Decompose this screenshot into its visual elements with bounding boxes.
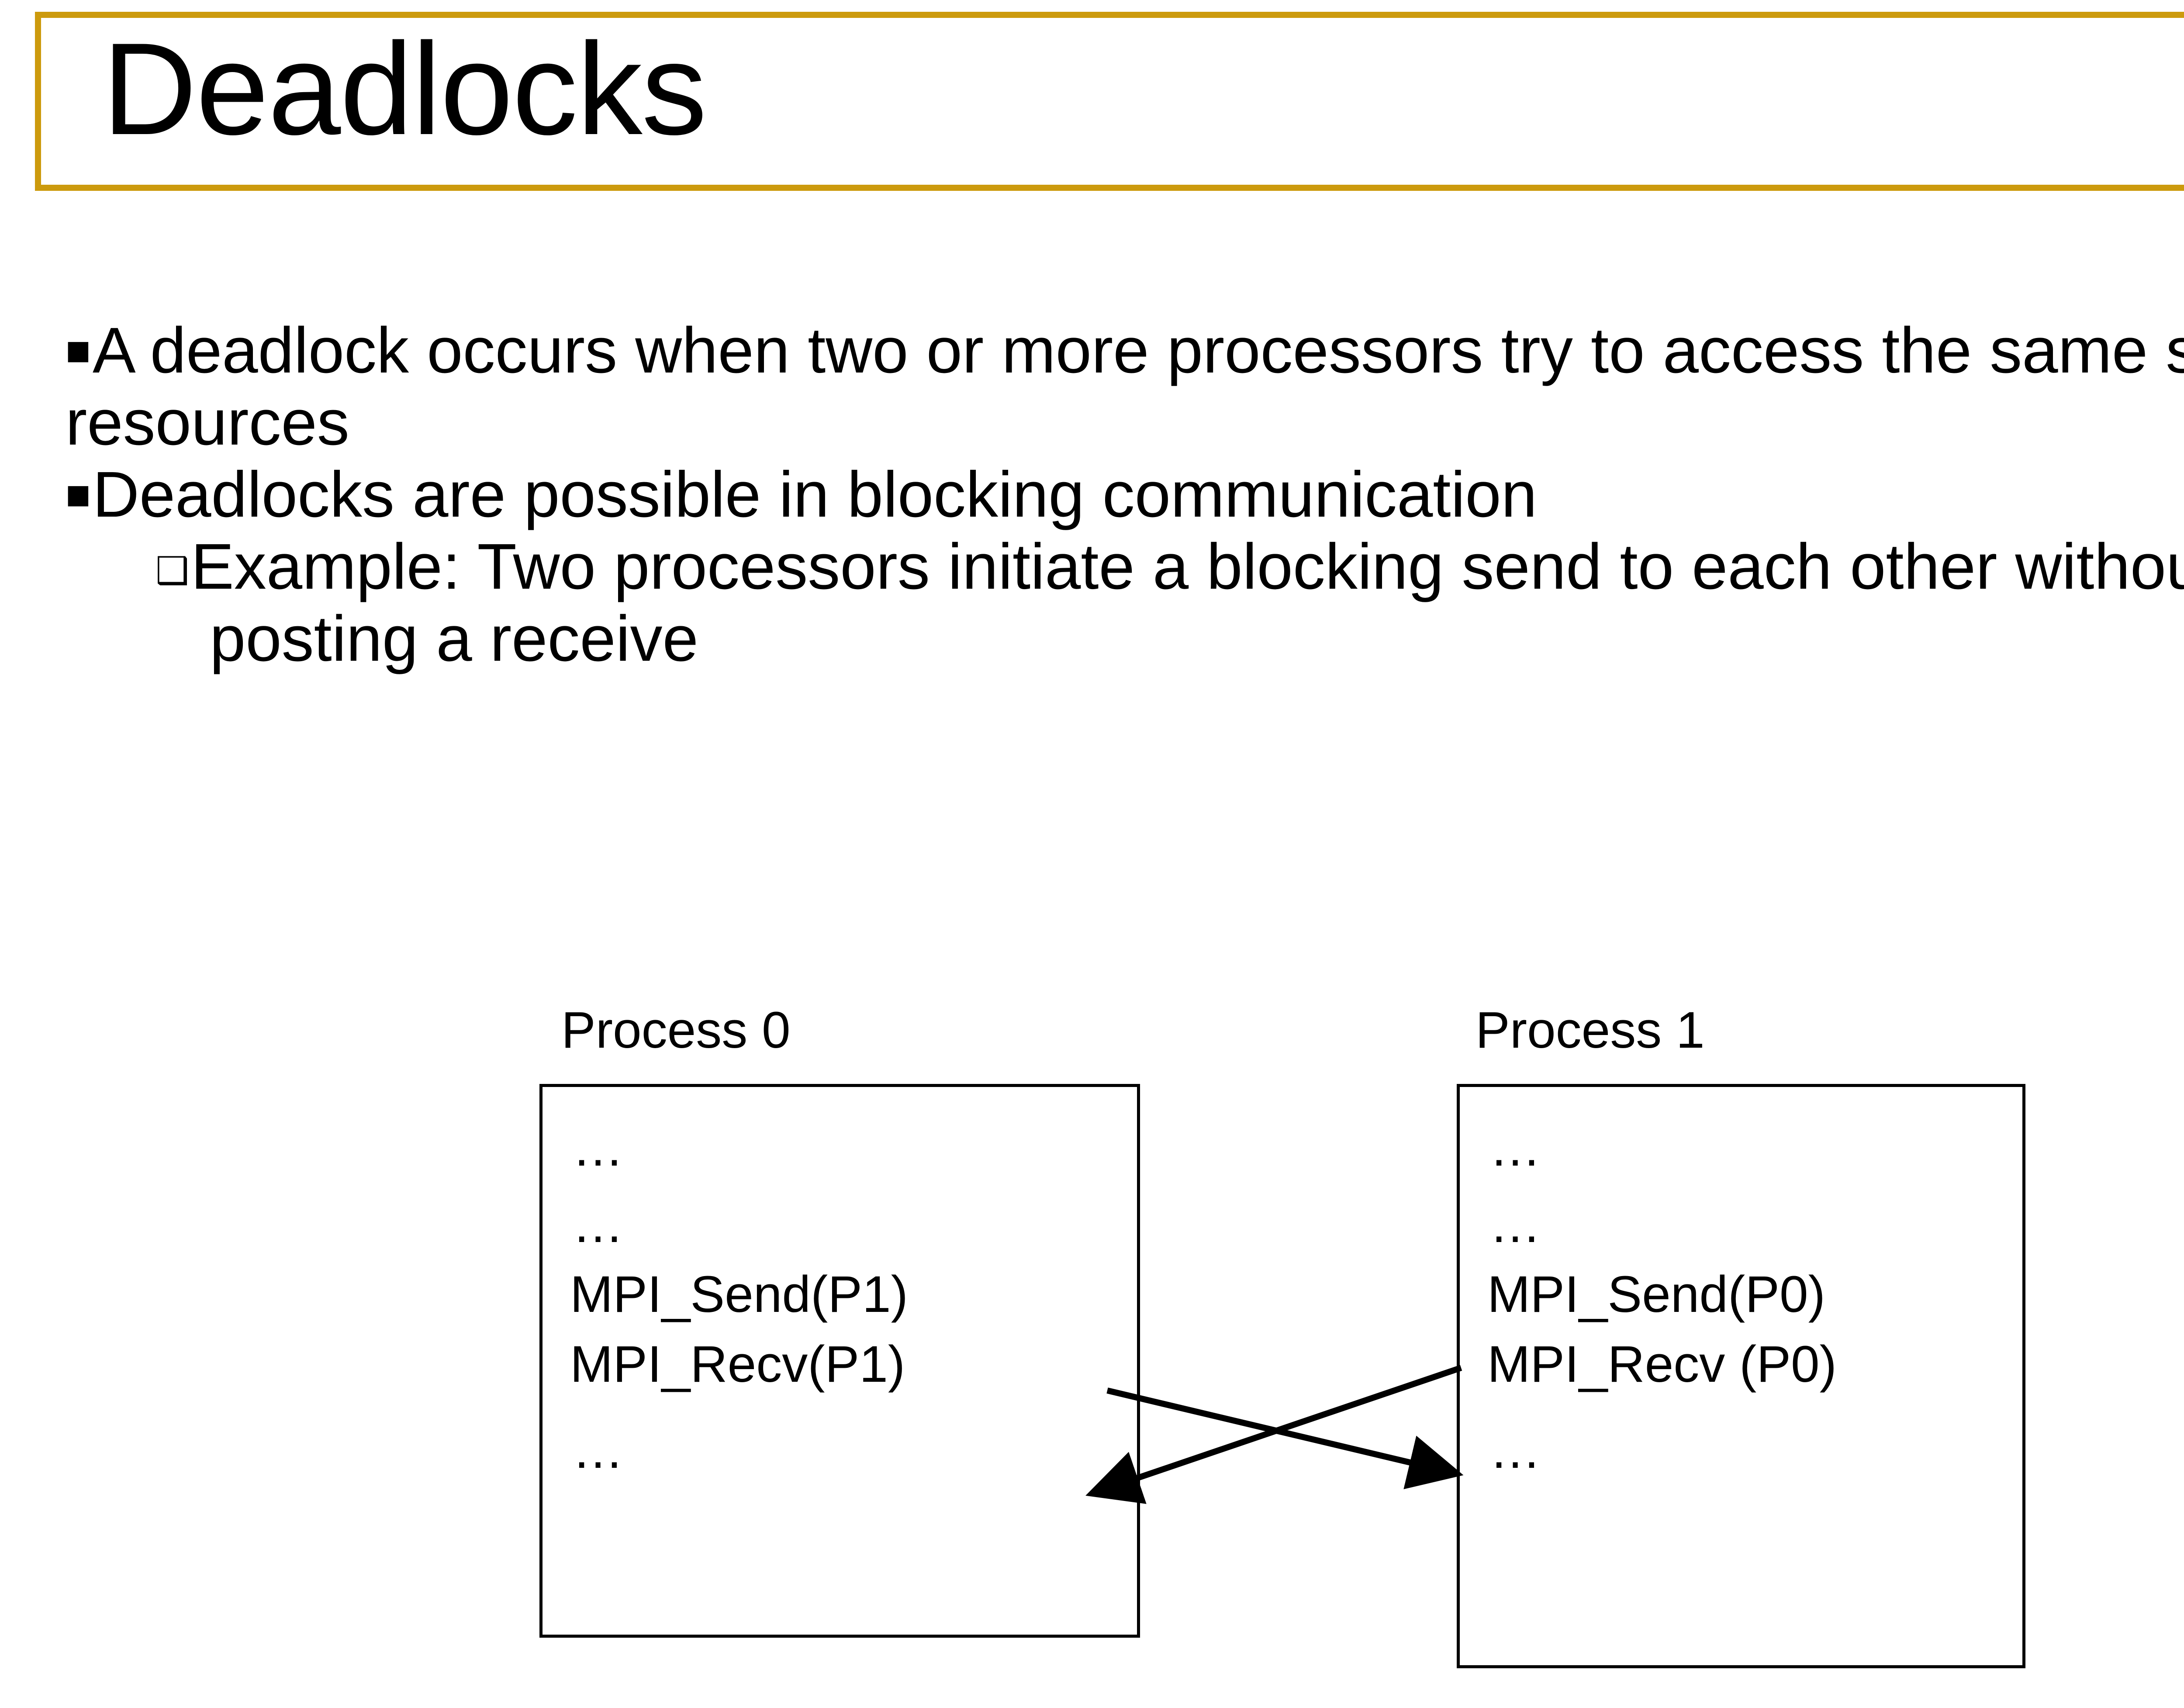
process-0-code-line: MPI_Send(P1) — [570, 1266, 908, 1323]
process-1-code-line: … — [1489, 1422, 1543, 1479]
list-item-level1: ■A deadlock occurs when two or more proc… — [66, 314, 2184, 459]
process-0-code-line: … — [572, 1119, 625, 1177]
process-0-label: Process 0 — [561, 1001, 791, 1059]
process-1-label: Process 1 — [1476, 1001, 1705, 1059]
page-title: Deadlocks — [102, 15, 707, 162]
arrow-p0-to-p1 — [1106, 1387, 1464, 1490]
process-0-code-line: … — [572, 1196, 625, 1253]
list-item-level2: ❑Example: Two processors initiate a bloc… — [156, 531, 2184, 675]
bullet-list: ■A deadlock occurs when two or more proc… — [66, 314, 2184, 675]
list-item-text: Deadlocks are possible in blocking commu… — [92, 459, 1538, 531]
process-1-code-line: … — [1489, 1119, 1543, 1177]
list-item-text: A deadlock occurs when two or more proce… — [66, 314, 2184, 459]
process-1-code-line: MPI_Send(P0) — [1487, 1266, 1825, 1323]
process-0-code-line: … — [572, 1422, 625, 1479]
process-0-box — [539, 1084, 1140, 1638]
process-1-code-line: … — [1489, 1196, 1543, 1253]
process-1-box — [1457, 1084, 2025, 1668]
process-1-code-line: MPI_Recv (P0) — [1487, 1335, 1837, 1393]
process-0-code-line: MPI_Recv(P1) — [570, 1335, 905, 1393]
title-frame: Deadlocks — [35, 12, 2184, 191]
arrow-p1-to-p0 — [1085, 1365, 1462, 1504]
list-item-level1: ■Deadlocks are possible in blocking comm… — [66, 459, 1538, 531]
list-item-text: Example: Two processors initiate a block… — [191, 531, 2184, 675]
